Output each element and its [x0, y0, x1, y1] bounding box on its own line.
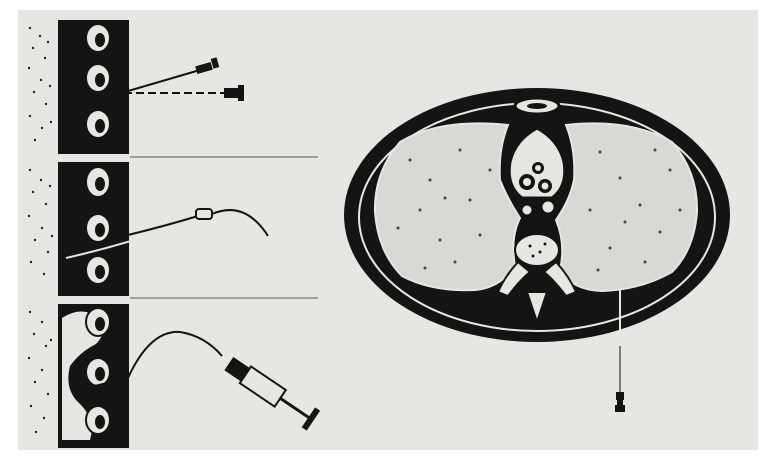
sternum-core [527, 103, 547, 109]
pleura-line [126, 20, 129, 154]
lung-left [556, 123, 697, 291]
pleura-line [126, 162, 129, 296]
lung-right [375, 123, 520, 290]
catheter-hub-icon [196, 209, 212, 219]
